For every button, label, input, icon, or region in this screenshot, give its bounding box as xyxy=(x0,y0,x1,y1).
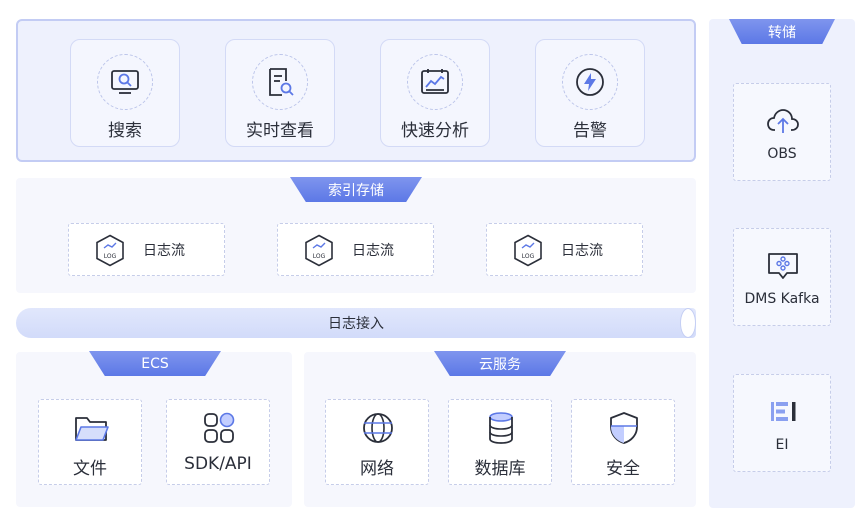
globe-icon xyxy=(363,413,393,443)
card-label: 网络 xyxy=(360,459,394,479)
card-label: 数据库 xyxy=(474,459,526,479)
log-hexagon-icon: LOG xyxy=(305,234,333,267)
network-card[interactable]: 网络 xyxy=(325,399,429,485)
log-hexagon-icon: LOG xyxy=(96,234,124,267)
dump-title: 转储 xyxy=(729,19,835,44)
file-source-card[interactable]: 文件 xyxy=(38,399,142,485)
search-tile[interactable]: 搜索 xyxy=(70,39,180,147)
card-label: EI xyxy=(775,437,789,453)
log-stream-label: 日志流 xyxy=(561,243,603,259)
log-stream-box[interactable]: LOG 日志流 xyxy=(277,223,434,276)
shield-icon xyxy=(610,412,638,444)
tile-label: 告警 xyxy=(573,121,607,141)
tile-label: 实时查看 xyxy=(246,121,314,141)
obs-card[interactable]: OBS xyxy=(733,83,831,181)
database-icon xyxy=(489,412,513,444)
function-panel: 搜索 实时查看 快速分析 xyxy=(16,19,696,162)
security-card[interactable]: 安全 xyxy=(571,399,675,485)
realtime-view-tile[interactable]: 实时查看 xyxy=(225,39,335,147)
svg-text:LOG: LOG xyxy=(104,253,117,260)
lightning-alert-icon xyxy=(562,54,618,110)
database-card[interactable]: 数据库 xyxy=(448,399,552,485)
svg-text:LOG: LOG xyxy=(313,253,326,260)
sdk-api-card[interactable]: SDK/API xyxy=(166,399,270,485)
log-stream-label: 日志流 xyxy=(352,243,394,259)
document-search-icon xyxy=(252,54,308,110)
svg-text:LOG: LOG xyxy=(522,253,535,260)
dms-kafka-card[interactable]: DMS Kafka xyxy=(733,228,831,326)
card-label: 文件 xyxy=(73,459,107,479)
folder-icon xyxy=(75,417,109,441)
tile-label: 快速分析 xyxy=(401,121,469,141)
card-label: OBS xyxy=(767,146,797,162)
index-storage-title: 索引存储 xyxy=(290,177,422,202)
ecs-title: ECS xyxy=(89,351,221,376)
cloud-upload-icon xyxy=(767,109,799,133)
alert-tile[interactable]: 告警 xyxy=(535,39,645,147)
card-label: 安全 xyxy=(606,459,640,479)
ei-logo-icon xyxy=(771,402,796,421)
log-stream-label: 日志流 xyxy=(143,243,185,259)
sdk-grid-icon xyxy=(204,412,235,443)
ei-card[interactable]: EI xyxy=(733,374,831,472)
pipe-end-cap xyxy=(680,308,696,338)
log-stream-box[interactable]: LOG 日志流 xyxy=(68,223,225,276)
search-monitor-icon xyxy=(97,54,153,110)
log-stream-box[interactable]: LOG 日志流 xyxy=(486,223,643,276)
log-ingest-pipe: 日志接入 xyxy=(16,308,696,338)
quick-analysis-tile[interactable]: 快速分析 xyxy=(380,39,490,147)
tile-label: 搜索 xyxy=(108,121,142,141)
analytics-chart-icon xyxy=(407,54,463,110)
card-label: DMS Kafka xyxy=(744,291,820,307)
kafka-icon xyxy=(768,253,798,279)
cloud-service-title: 云服务 xyxy=(434,351,566,376)
card-label: SDK/API xyxy=(184,454,252,474)
log-hexagon-icon: LOG xyxy=(514,234,542,267)
